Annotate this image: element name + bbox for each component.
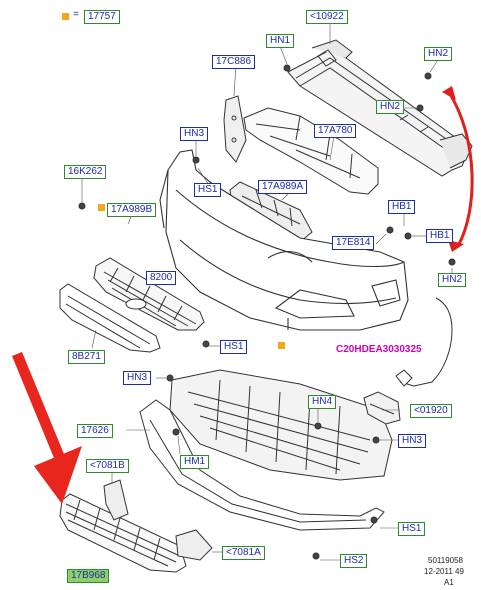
red-arrow-head-bottom [448, 240, 464, 252]
label-hn2-low[interactable]: HN2 [438, 273, 467, 287]
leader-lines [81, 22, 453, 561]
red-curved-arrow [448, 93, 474, 247]
label-7081b[interactable]: <7081B [86, 459, 129, 473]
label-hn2-top[interactable]: HN2 [424, 47, 453, 61]
label-hb1-top[interactable]: HB1 [388, 200, 416, 214]
label-17e814[interactable]: 17E814 [332, 236, 375, 250]
label-7081a[interactable]: <7081A [222, 546, 265, 560]
label-hn4[interactable]: HN4 [308, 395, 337, 409]
label-hn3-right[interactable]: HN3 [398, 434, 427, 448]
orange-marker-bumper [278, 342, 285, 349]
label-8200[interactable]: 8200 [146, 271, 177, 285]
bumper-cover [159, 149, 409, 331]
label-hm1[interactable]: HM1 [180, 455, 210, 469]
side-bracket-17c886 [223, 95, 247, 163]
lower-grille-17b968 [59, 493, 187, 573]
footer-drawing-number: 50119058 [428, 556, 463, 565]
big-red-pointer-arrow [12, 352, 82, 504]
label-hs1-low[interactable]: HS1 [398, 522, 426, 536]
label-c20hdea3030325[interactable]: C20HDEA3030325 [336, 344, 422, 355]
label-01920[interactable]: <01920 [410, 404, 452, 418]
energy-absorber [243, 107, 379, 195]
label-hs1-top[interactable]: HS1 [194, 183, 222, 197]
label-17a780[interactable]: 17A780 [314, 124, 357, 138]
label-hn1[interactable]: HN1 [266, 34, 295, 48]
label-hs1-mid[interactable]: HS1 [220, 340, 248, 354]
orange-marker-17a989b [98, 204, 105, 211]
label-17626[interactable]: 17626 [77, 424, 113, 438]
label-17a989a[interactable]: 17A989A [258, 180, 308, 194]
label-10922[interactable]: <10922 [306, 10, 348, 24]
wiring-harness [395, 297, 453, 387]
legend-equals: = [73, 9, 79, 20]
fog-lamp-bracket-01920 [363, 391, 401, 425]
upper-grille-8200 [93, 257, 205, 331]
footer-date-code: 12-2011 49 [424, 567, 464, 576]
orange-marker-legend [62, 13, 69, 20]
label-17c886[interactable]: 17C886 [212, 55, 256, 69]
label-8b271[interactable]: 8B271 [68, 350, 105, 364]
grille-frame-8b271 [59, 283, 161, 353]
fasteners [78, 64, 456, 560]
label-hb1-right[interactable]: HB1 [426, 229, 454, 243]
label-17a989b[interactable]: 17A989B [107, 203, 157, 217]
red-arrow-head-top [442, 86, 456, 100]
label-hs2[interactable]: HS2 [340, 554, 368, 568]
footer-revision: A1 [444, 578, 454, 587]
label-17757[interactable]: 17757 [84, 10, 120, 24]
label-hn2-mid[interactable]: HN2 [376, 100, 405, 114]
label-hn3-top[interactable]: HN3 [180, 127, 209, 141]
tow-hook-cover-7081b [103, 479, 129, 521]
label-17b968[interactable]: 17B968 [67, 569, 110, 583]
tow-hook-cover-7081a [175, 529, 213, 561]
label-16k262[interactable]: 16K262 [64, 165, 107, 179]
label-hn3-mid[interactable]: HN3 [123, 371, 152, 385]
lower-undertray [169, 369, 393, 481]
